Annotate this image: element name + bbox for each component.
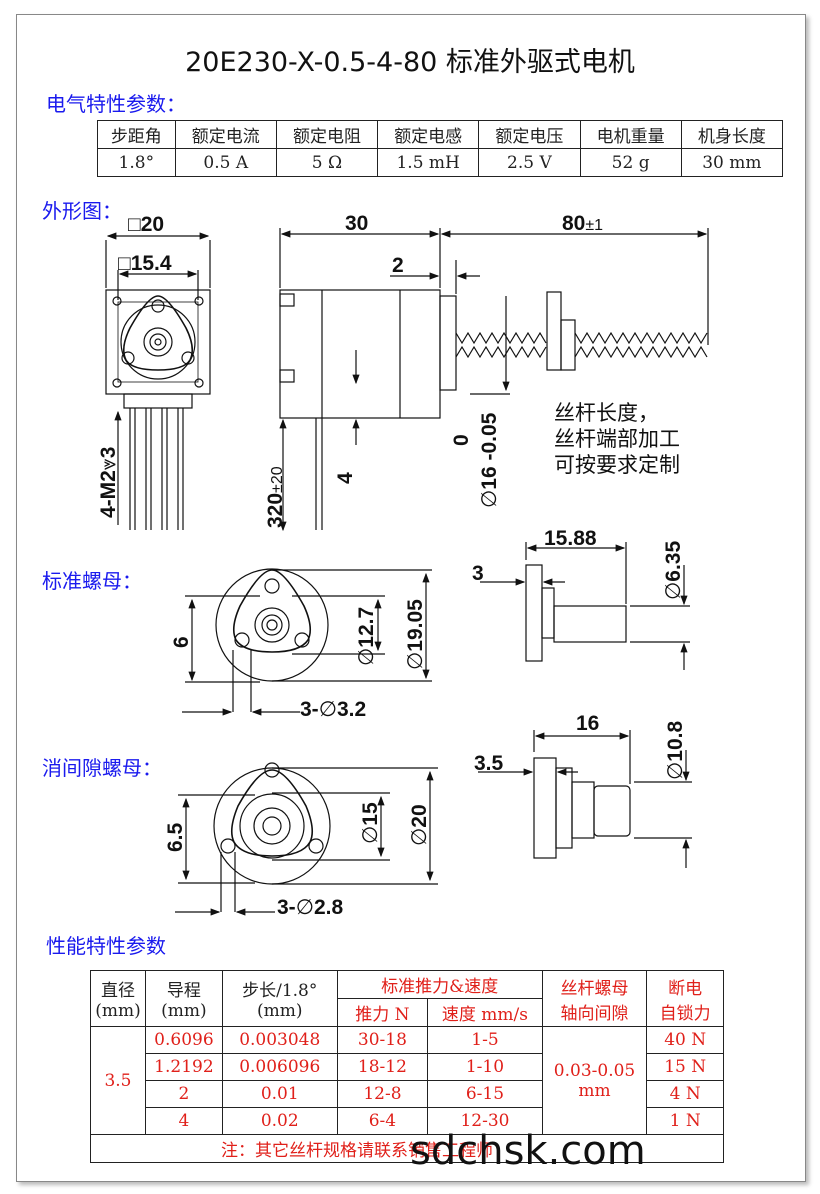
cell-lead: 1.2192 — [144, 1053, 223, 1081]
dim-square-outer: □20 — [128, 213, 164, 236]
section-performance: 性能特性参数 — [46, 934, 166, 958]
cell-lock: 1 N — [646, 1107, 724, 1135]
motor-side-view — [279, 228, 709, 532]
cell-thrust: 30-18 — [336, 1026, 429, 1054]
cell-speed: 1-10 — [427, 1053, 543, 1081]
header-cell: 机身长度 — [680, 120, 784, 149]
cell-lead: 2 — [144, 1080, 223, 1108]
dim-mount: 4-M2⩔3 — [97, 447, 120, 518]
value-cell: 1.5 mH — [377, 148, 480, 177]
standard-nut-front — [182, 568, 432, 716]
dim-lead-length: 320±20 — [264, 466, 287, 528]
dim-std-length: 15.88 — [544, 527, 597, 550]
table-row: 1.8° 0.5 A 5 Ω 1.5 mH 2.5 V 52 g 30 mm — [97, 148, 784, 177]
dim-std-d1: ∅12.7 — [355, 607, 378, 666]
watermark: sdchsk.com — [410, 1128, 646, 1174]
page-title: 20E230-X-0.5-4-80 标准外驱式电机 — [185, 47, 635, 78]
electrical-table: 步距角 额定电流 额定电阻 额定电感 额定电压 电机重量 机身长度 1.8° 0… — [97, 120, 784, 177]
value-cell: 1.8° — [97, 148, 176, 177]
table-row: 注：其它丝杆规格请联系销售工程师 — [90, 1134, 724, 1163]
anti-nut-front — [175, 762, 438, 916]
cell-step: 0.02 — [221, 1107, 338, 1135]
section-anti-backlash-nut: 消间隙螺母： — [42, 756, 162, 780]
cell-lock: 4 N — [646, 1080, 724, 1108]
header-speed: 速度 mm/s — [427, 998, 543, 1027]
cell-lock: 15 N — [646, 1053, 724, 1081]
dim-std-d2: ∅19.05 — [404, 599, 427, 670]
cell-step: 0.003048 — [221, 1026, 338, 1054]
value-cell: 0.5 A — [174, 148, 277, 177]
cell-thrust: 18-12 — [336, 1053, 429, 1081]
header-cell: 步距角 — [97, 120, 176, 149]
dim-anti-offset: 6.5 — [164, 822, 187, 852]
screw-note-3: 可按要求定制 — [554, 453, 680, 477]
dim-pilot: 2 — [392, 254, 404, 277]
dim-anti-flange: 3.5 — [474, 752, 504, 775]
section-outline: 外形图： — [42, 199, 122, 223]
cell-step: 0.006096 — [221, 1053, 338, 1081]
dim-std-holes: 3-∅3.2 — [300, 698, 366, 721]
value-cell: 52 g — [579, 148, 682, 177]
cell-diameter: 3.5 — [90, 1026, 146, 1135]
header-diameter: 直径(mm) — [90, 970, 146, 1027]
cell-lead: 0.6096 — [144, 1026, 223, 1054]
value-cell: 30 mm — [680, 148, 784, 177]
cell-speed: 1-5 — [427, 1026, 543, 1054]
cell-thrust: 6-4 — [336, 1107, 429, 1135]
dim-lead-offset: 4 — [334, 472, 357, 484]
header-step: 步长/1.8°(mm) — [221, 970, 338, 1027]
table-row: 步距角 额定电流 额定电阻 额定电感 额定电压 电机重量 机身长度 — [97, 120, 784, 149]
header-thrust: 推力 N — [336, 998, 429, 1027]
header-lock: 断电自锁力 — [646, 970, 724, 1027]
header-backlash: 丝杆螺母轴向间隙 — [541, 970, 648, 1027]
dim-square-inner: □15.4 — [118, 252, 172, 275]
dim-std-shaft: ∅6.35 — [662, 541, 685, 600]
dim-anti-shaft: ∅10.8 — [664, 721, 687, 780]
header-lead: 导程(mm) — [144, 970, 223, 1027]
technical-drawing: □20 □15.4 30 80±1 2 4-M2⩔3 320±20 4 0 ∅1… — [97, 212, 709, 919]
dim-std-offset: 6 — [170, 636, 193, 648]
section-standard-nut: 标准螺母： — [42, 569, 142, 593]
dim-std-flange: 3 — [472, 562, 484, 585]
dim-anti-d1: ∅15 — [359, 802, 382, 844]
dim-boss-dia: ∅16 -0.05 — [478, 412, 501, 508]
value-cell: 2.5 V — [478, 148, 581, 177]
dim-anti-length: 16 — [576, 712, 599, 735]
cell-lead: 4 — [144, 1107, 223, 1135]
standard-nut-side — [480, 542, 690, 670]
anti-nut-side — [478, 730, 692, 868]
section-electrical: 电气特性参数： — [46, 92, 186, 116]
header-thrust-speed: 标准推力&速度 — [336, 970, 543, 999]
header-cell: 额定电压 — [478, 120, 581, 149]
dim-screw-length: 80±1 — [562, 212, 603, 235]
table-row: 推力 N 速度 mm/s — [91, 998, 724, 1027]
cell-step: 0.01 — [221, 1080, 338, 1108]
dim-body-length: 30 — [345, 212, 368, 235]
performance-table: 直径(mm) 导程(mm) 步长/1.8°(mm) 标准推力&速度 丝杆螺母轴向… — [90, 970, 724, 1163]
motor-front-view — [105, 232, 211, 530]
screw-note-1: 丝杆长度， — [554, 401, 659, 425]
dim-anti-d2: ∅20 — [408, 804, 431, 846]
table-row: 直径(mm) 导程(mm) 步长/1.8°(mm) 标准推力&速度 丝杆螺母轴向… — [90, 970, 724, 1027]
page-frame — [16, 14, 806, 1182]
screw-note-2: 丝杆端部加工 — [554, 427, 680, 451]
table-note: 注：其它丝杆规格请联系销售工程师 — [90, 1134, 724, 1163]
dim-anti-holes: 3-∅2.8 — [277, 896, 343, 919]
cell-thrust: 12-8 — [336, 1080, 429, 1108]
table-row: 1.2192 0.006096 18-12 1-10 15 N — [91, 1053, 724, 1081]
cell-lock: 40 N — [646, 1026, 724, 1054]
cell-speed: 6-15 — [427, 1080, 543, 1108]
value-cell: 5 Ω — [275, 148, 379, 177]
dim-boss-tol: 0 — [450, 434, 473, 446]
